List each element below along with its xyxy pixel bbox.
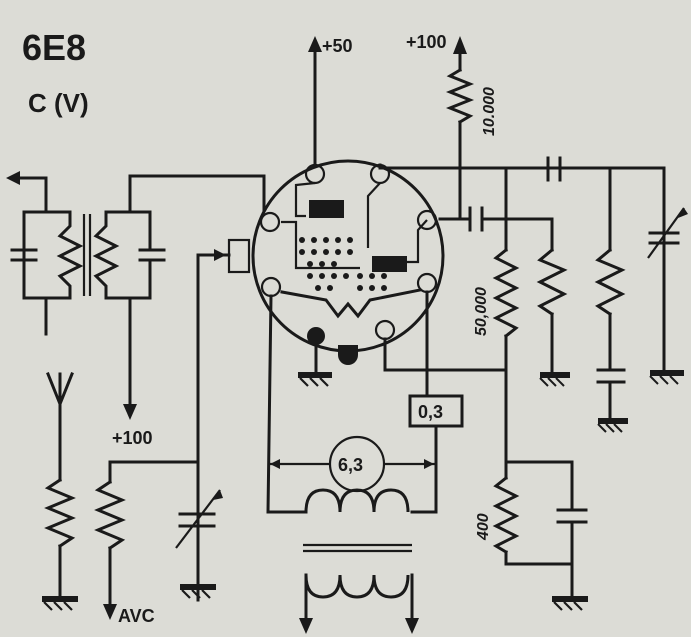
cathode-ground xyxy=(298,343,332,387)
grid-leak-wire xyxy=(383,337,508,372)
anode-supply-plus50: +50 xyxy=(308,36,353,167)
oscillator-anode-network: 50,000 xyxy=(378,156,688,464)
r50000-label: 50,000 xyxy=(473,287,490,336)
tube-type-label: 6E8 xyxy=(22,27,86,68)
cathode-bias-network: 400 xyxy=(475,460,588,611)
antenna-coupling: AVC xyxy=(42,372,155,626)
plus100-top-label: +100 xyxy=(406,32,447,52)
if-transformer: +100 xyxy=(6,171,266,448)
ground-symbols-right xyxy=(539,370,684,433)
heater-circuit: 0,3 6,3 xyxy=(266,290,464,634)
plus100-left-label: +100 xyxy=(112,428,153,448)
control-grid-input xyxy=(108,249,231,602)
heater-voltage-label: 6,3 xyxy=(338,455,363,475)
screen-supply-plus100: +100 10.000 xyxy=(406,32,498,220)
avc-label: AVC xyxy=(118,606,155,626)
plus50-label: +50 xyxy=(322,36,353,56)
fuse-label: 0,3 xyxy=(418,402,443,422)
r10000-label: 10.000 xyxy=(481,87,498,136)
tube-envelope xyxy=(227,159,445,365)
r400-label: 400 xyxy=(475,513,492,541)
pinout-label: C (V) xyxy=(28,88,89,118)
